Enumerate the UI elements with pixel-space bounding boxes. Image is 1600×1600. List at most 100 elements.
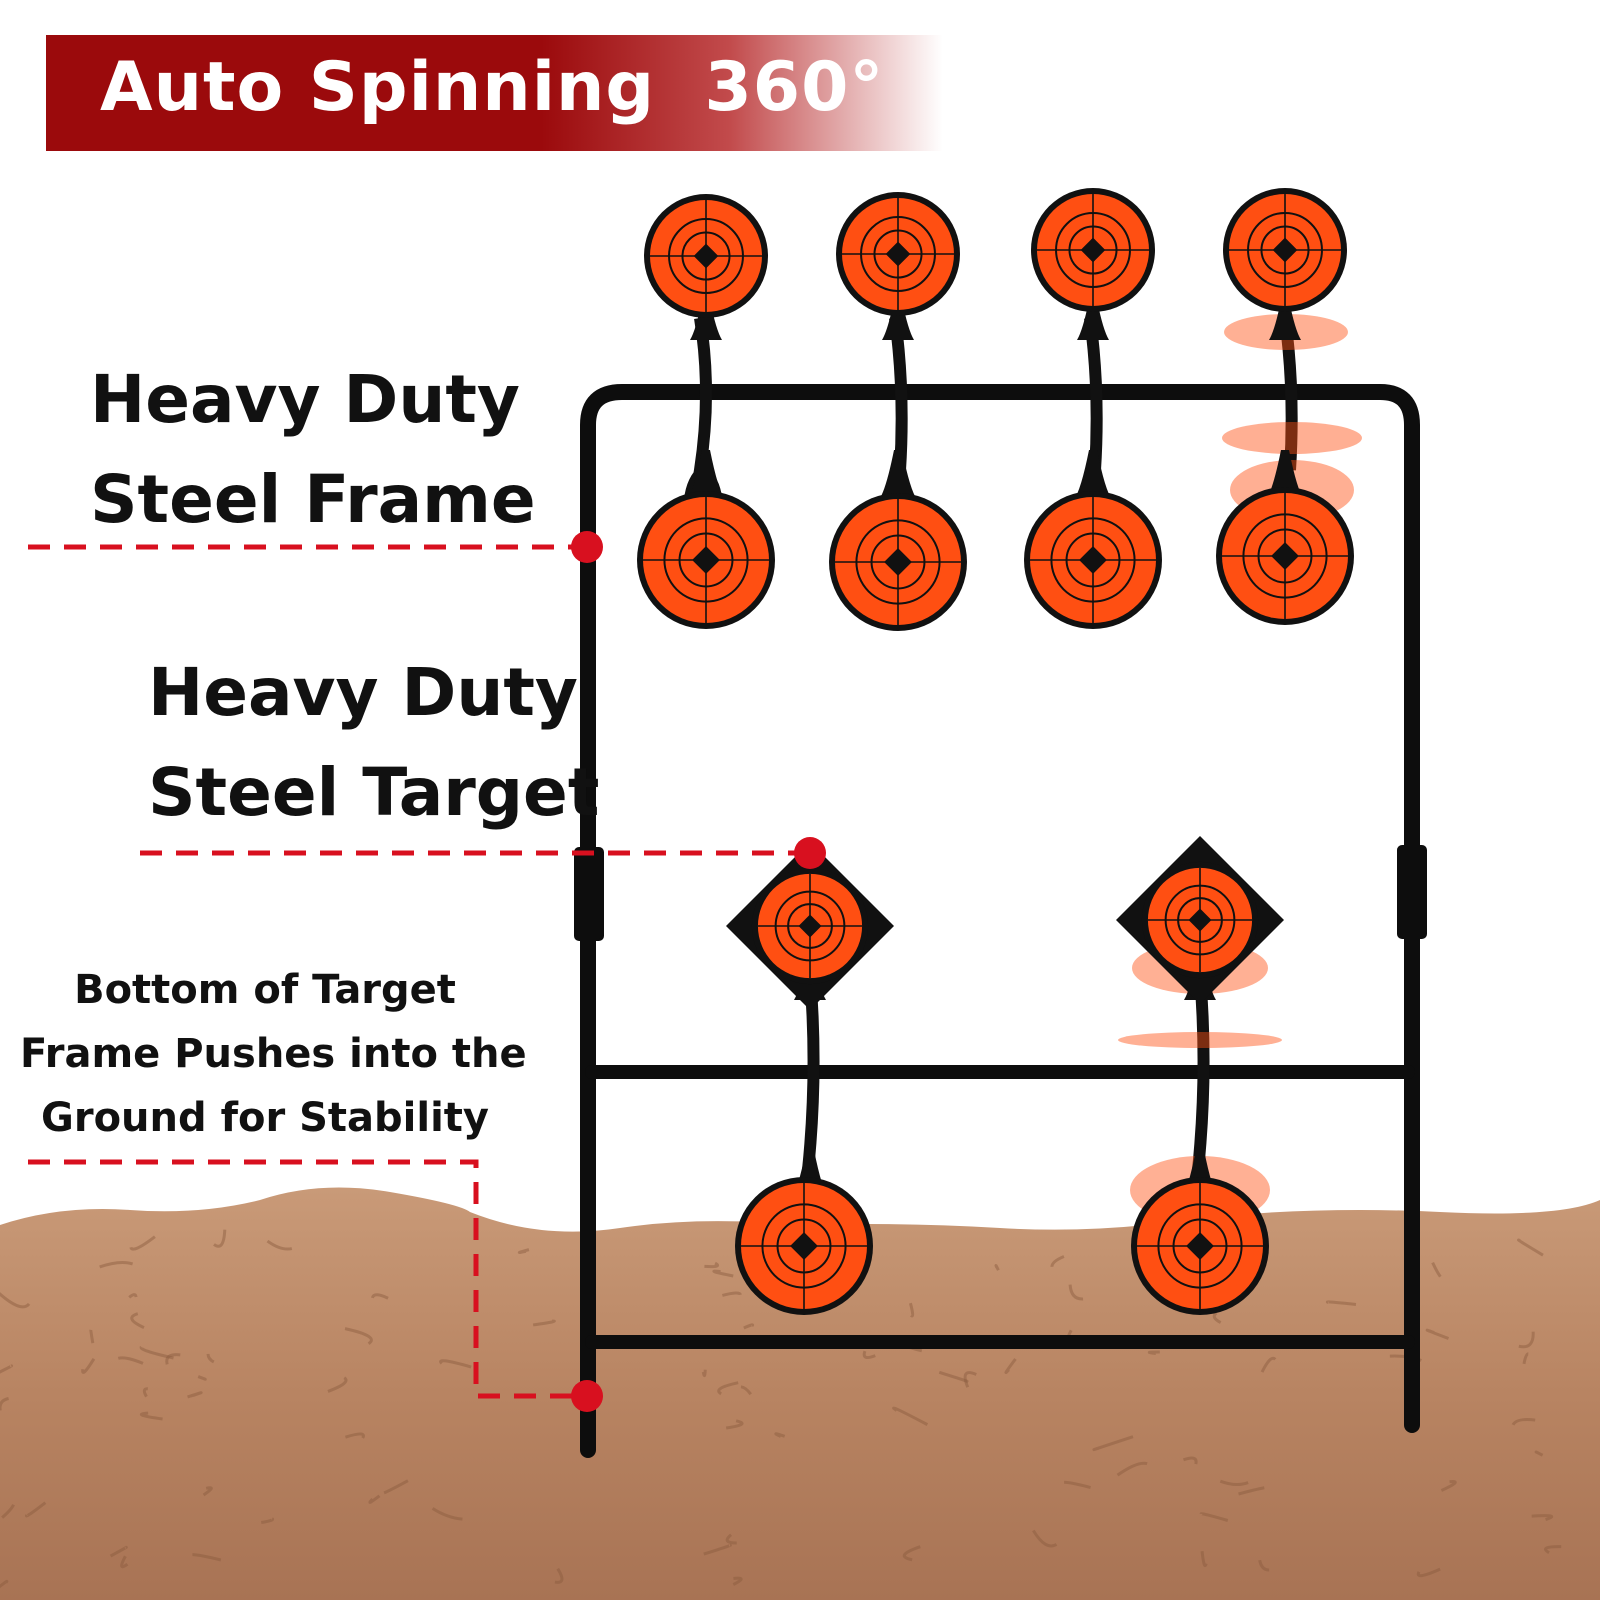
soil-crack bbox=[142, 1387, 148, 1398]
soil-crack bbox=[439, 1359, 472, 1369]
soil-crack bbox=[517, 1248, 530, 1255]
soil-crack bbox=[266, 1239, 293, 1251]
soil-crack bbox=[1425, 1328, 1450, 1340]
spin-motion-blur bbox=[1118, 314, 1362, 1224]
soil-crack bbox=[327, 1376, 348, 1393]
spinner-neck bbox=[1265, 450, 1305, 500]
spinner-neck bbox=[882, 300, 914, 340]
soil-crack bbox=[344, 1327, 373, 1345]
lower-large-target bbox=[1131, 1177, 1269, 1315]
soil-crack bbox=[117, 1356, 144, 1365]
soil-crack bbox=[187, 1391, 203, 1399]
soil-crack bbox=[1522, 1352, 1529, 1365]
upper-small-target bbox=[1223, 188, 1347, 312]
soil-crack bbox=[260, 1517, 275, 1524]
soil-crack bbox=[1531, 1514, 1554, 1521]
soil-crack bbox=[370, 1293, 389, 1300]
soil-crack bbox=[128, 1293, 138, 1299]
upper-large-target bbox=[1024, 491, 1162, 629]
soil-crack bbox=[725, 1533, 737, 1545]
soil-crack bbox=[963, 1371, 977, 1388]
soil-crack bbox=[774, 1432, 786, 1438]
diamond-target-face bbox=[1141, 861, 1259, 979]
soil-crack bbox=[1238, 1486, 1265, 1496]
soil-crack bbox=[743, 1323, 755, 1330]
soil-crack bbox=[704, 1261, 720, 1269]
soil-crack bbox=[1517, 1238, 1544, 1257]
soil-crack bbox=[1092, 1435, 1134, 1452]
soil-crack bbox=[197, 1375, 207, 1381]
soil-crack bbox=[0, 1579, 9, 1589]
soil-crack bbox=[344, 1432, 365, 1439]
banner-title: Auto Spinning 360° bbox=[100, 48, 885, 127]
soil-crack bbox=[892, 1406, 929, 1426]
soil-crack bbox=[902, 1545, 921, 1562]
soil-crack bbox=[938, 1370, 969, 1383]
bottom-callout-line1: Bottom of Target bbox=[74, 967, 456, 1013]
soil-crack bbox=[0, 1397, 9, 1411]
soil-crack bbox=[139, 1345, 174, 1360]
soil-crack bbox=[368, 1494, 381, 1504]
soil-crack bbox=[1199, 1512, 1229, 1522]
soil-crack bbox=[1, 1504, 15, 1519]
soil-crack bbox=[1416, 1567, 1441, 1578]
upper-small-target bbox=[644, 194, 768, 318]
soil-crack bbox=[1064, 1480, 1091, 1489]
soil-crack bbox=[1544, 1545, 1562, 1554]
soil-crack bbox=[0, 1292, 31, 1309]
soil-crack bbox=[1068, 1284, 1084, 1301]
leader-dots bbox=[571, 531, 826, 1412]
spinner-neck bbox=[1077, 300, 1109, 340]
soil-crack bbox=[532, 1319, 556, 1327]
soil-crack bbox=[701, 1369, 707, 1377]
title-banner bbox=[46, 35, 1226, 151]
spinner-neck bbox=[686, 450, 726, 500]
soil-crack bbox=[1518, 1331, 1535, 1349]
soil-crack bbox=[1440, 1480, 1457, 1492]
soil-crack bbox=[554, 1567, 564, 1584]
lower-large-target bbox=[735, 1177, 873, 1315]
soil-crack bbox=[732, 1576, 743, 1586]
target-callout: Heavy Duty Steel Target bbox=[148, 643, 600, 843]
spinner-neck bbox=[690, 300, 722, 340]
soil-crack bbox=[192, 1553, 222, 1562]
soil-crack bbox=[0, 1364, 14, 1374]
leader-lines bbox=[28, 544, 808, 1399]
upper-small-target bbox=[836, 192, 960, 316]
frame-callout: Heavy Duty Steel Frame bbox=[90, 350, 536, 550]
bottom-callout-line2: Frame Pushes into the bbox=[20, 1031, 527, 1077]
soil-crack bbox=[725, 1419, 744, 1430]
soil-crack bbox=[703, 1543, 732, 1556]
soil-crack bbox=[139, 1411, 163, 1421]
soil-crack bbox=[721, 1291, 742, 1297]
soil-crack bbox=[1032, 1529, 1058, 1548]
upper-stems bbox=[683, 317, 1298, 506]
soil-crack bbox=[712, 1269, 734, 1278]
soil-crack bbox=[1511, 1418, 1536, 1426]
soil-crack bbox=[1004, 1358, 1017, 1374]
spinner-neck bbox=[878, 450, 918, 500]
target-callout-line2: Steel Target bbox=[148, 754, 600, 831]
soil-crack bbox=[1050, 1255, 1065, 1267]
soil-crack bbox=[1200, 1551, 1208, 1568]
soil-crack bbox=[1182, 1456, 1198, 1465]
soil-crack bbox=[109, 1545, 128, 1558]
bottom-callout-line3: Ground for Stability bbox=[41, 1095, 489, 1141]
soil-crack bbox=[99, 1261, 134, 1269]
upper-large-target bbox=[637, 491, 775, 629]
soil-crack bbox=[1116, 1461, 1148, 1477]
soil-crack bbox=[1431, 1262, 1442, 1278]
soil-crack bbox=[202, 1486, 213, 1497]
soil-crack bbox=[206, 1353, 215, 1364]
soil-crack bbox=[120, 1555, 129, 1569]
soil-crack bbox=[994, 1264, 1000, 1271]
targets bbox=[637, 188, 1354, 1315]
frame-callout-line2: Steel Frame bbox=[90, 461, 536, 538]
steel-frame bbox=[574, 384, 1427, 1458]
soil-crack bbox=[130, 1312, 145, 1329]
soil-crack bbox=[1147, 1350, 1160, 1355]
soil-texture bbox=[0, 1229, 1562, 1589]
soil-crack bbox=[431, 1507, 463, 1521]
diamond-target-face bbox=[751, 867, 869, 985]
